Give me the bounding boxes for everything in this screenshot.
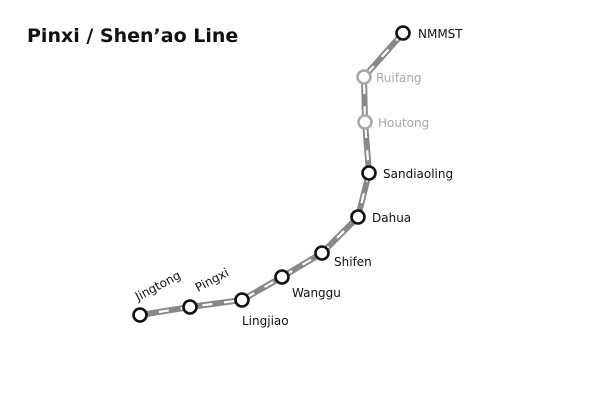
station-marker-wanggu[interactable] — [274, 269, 290, 285]
station-marker-shifen[interactable] — [314, 245, 330, 261]
station-marker-dahua[interactable] — [350, 209, 366, 225]
map-title: Pinxi / Shen’ao Line — [27, 25, 238, 47]
station-label-lingjiao: Lingjiao — [242, 314, 289, 328]
station-ruifang[interactable]: Ruifang — [356, 69, 422, 86]
station-marker-ruifang[interactable] — [356, 69, 372, 85]
station-label-pingxi: Pingxi — [193, 265, 231, 294]
station-nmmst[interactable]: NMMST — [395, 25, 464, 42]
station-label-wanggu: Wanggu — [292, 286, 341, 300]
track-dash — [139, 32, 404, 317]
station-label-shifen: Shifen — [334, 255, 372, 269]
station-label-nmmst: NMMST — [418, 27, 463, 41]
station-lingjiao[interactable]: Lingjiao — [234, 292, 289, 329]
station-marker-houtong[interactable] — [357, 114, 373, 130]
station-label-dahua: Dahua — [372, 211, 411, 225]
station-shifen[interactable]: Shifen — [314, 245, 372, 270]
station-houtong[interactable]: Houtong — [357, 114, 430, 131]
station-label-ruifang: Ruifang — [376, 71, 422, 85]
station-label-sandiaoling: Sandiaoling — [383, 167, 453, 181]
stations: NMMST Ruifang Houtong Sandiaoling Dahua … — [132, 25, 464, 329]
station-marker-nmmst[interactable] — [395, 25, 411, 41]
station-label-jingtong: Jingtong — [132, 268, 183, 304]
station-marker-lingjiao[interactable] — [234, 292, 250, 308]
station-dahua[interactable]: Dahua — [350, 209, 412, 226]
station-sandiaoling[interactable]: Sandiaoling — [361, 165, 454, 182]
station-marker-pingxi[interactable] — [182, 299, 198, 315]
station-label-houtong: Houtong — [378, 116, 429, 130]
station-wanggu[interactable]: Wanggu — [274, 269, 341, 301]
station-marker-sandiaoling[interactable] — [361, 165, 377, 181]
station-marker-jingtong[interactable] — [132, 307, 148, 323]
track-line — [139, 31, 406, 318]
